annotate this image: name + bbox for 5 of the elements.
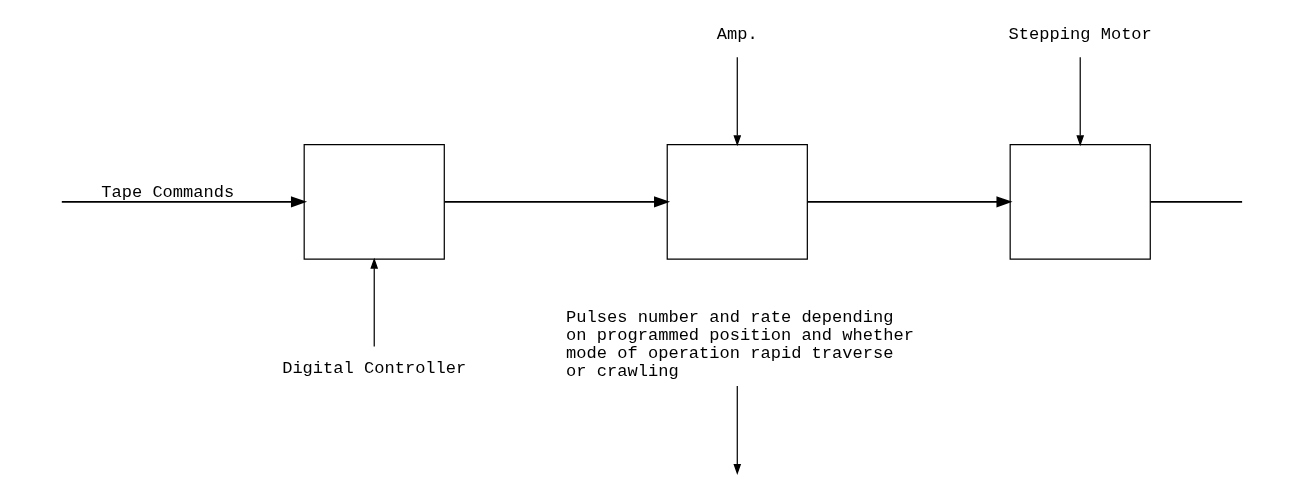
edge-label: Tape Commands xyxy=(101,183,235,203)
node-text: Amp. xyxy=(716,25,758,45)
node-text: Pulses number and rate depending on programmed position and whether mode of operation rapid traverse or crawling xyxy=(566,307,914,382)
node-text: Stepping Motor xyxy=(1008,25,1152,45)
node-text: Digital Controller xyxy=(282,359,467,379)
